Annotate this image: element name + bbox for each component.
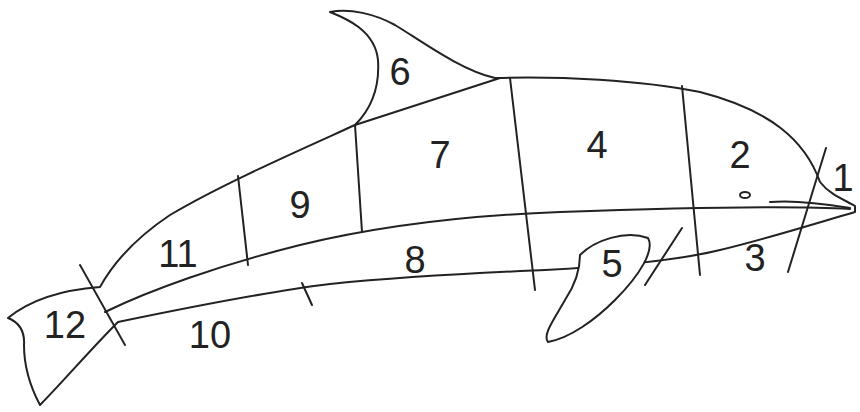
callout-number: 4 [586, 126, 607, 164]
lateral-line [105, 207, 850, 312]
callout-number: 12 [44, 306, 86, 344]
fin-base-line [355, 78, 500, 125]
divider-line [645, 228, 682, 285]
callout-number: 5 [601, 245, 622, 283]
callout-number: 6 [389, 53, 410, 91]
callout-number: 2 [729, 136, 750, 174]
divider-line [682, 86, 700, 275]
divider-line [788, 148, 826, 272]
divider-line [302, 283, 312, 305]
divider-line [80, 265, 125, 345]
callout-number: 8 [404, 241, 425, 279]
callout-number: 10 [189, 316, 231, 354]
callout-number: 9 [289, 186, 310, 224]
dolphin-eye [740, 192, 750, 198]
divider-line [510, 78, 535, 290]
callout-number: 1 [832, 159, 853, 197]
divider-line [355, 125, 362, 232]
callout-number: 7 [429, 136, 450, 174]
pectoral-flipper [546, 235, 649, 342]
divider-line [238, 176, 248, 265]
callout-number: 3 [744, 239, 765, 277]
callout-number: 11 [158, 235, 197, 273]
dolphin-outline [8, 11, 855, 405]
